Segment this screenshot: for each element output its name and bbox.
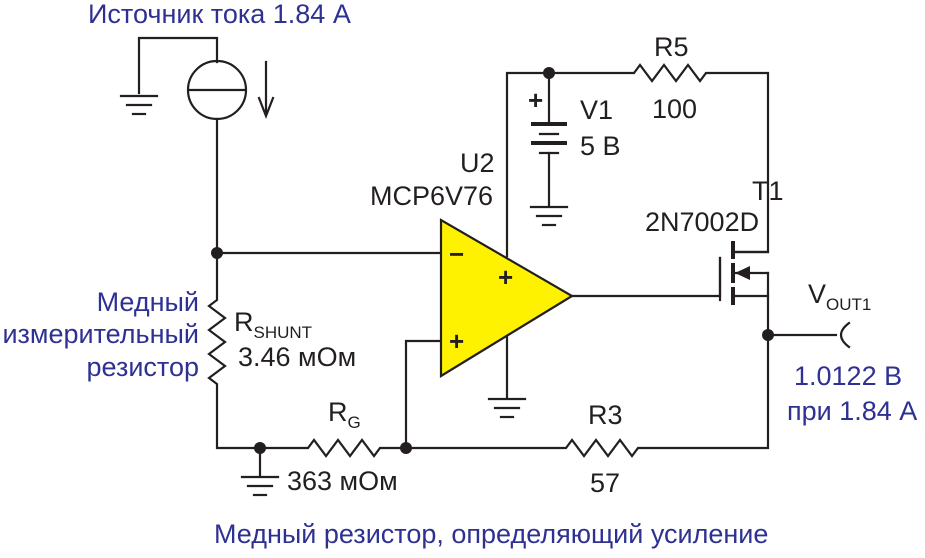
shunt-desc-line1: Медный	[97, 287, 199, 317]
battery-plus-sign: +	[528, 85, 543, 115]
vout-value-line2: при 1.84 А	[787, 396, 917, 426]
ground-symbol-shunt	[240, 475, 280, 497]
opamp-plus-sign: +	[449, 326, 464, 356]
r3-resistor	[404, 333, 770, 458]
current-direction-arrow-icon	[257, 60, 275, 120]
ground-symbol-source	[119, 94, 159, 116]
vout-value-line1: 1.0122 В	[794, 361, 902, 391]
r5-resistor	[547, 63, 770, 254]
u2-label: U2	[460, 148, 495, 178]
r3-value: 57	[590, 468, 620, 498]
r5-label: R5	[654, 32, 689, 62]
t1-part: 2N7002D	[645, 207, 759, 237]
ground-symbol-opamp	[487, 397, 527, 419]
rshunt-value: 3.46 мОм	[238, 342, 356, 372]
r3-label: R3	[588, 400, 623, 430]
shunt-desc-line2: измерительный	[2, 319, 199, 349]
rshunt-label: RSHUNT	[234, 307, 312, 342]
caption: Медный резистор, определяющий усиление	[214, 519, 768, 549]
rg-resistor	[258, 438, 408, 458]
shunt-desc-line3: резистор	[87, 352, 200, 382]
u2-part: MCP6V76	[370, 181, 493, 211]
mosfet-arrow-icon	[735, 266, 750, 280]
opamp-minus-sign: −	[449, 239, 464, 269]
v1-value: 5 В	[580, 131, 621, 161]
opamp-supply-plus-sign: +	[498, 262, 513, 292]
current-source-ground-wire	[137, 36, 219, 95]
rg-value: 363 мОм	[287, 466, 398, 496]
mosfet-t1	[570, 241, 770, 337]
t1-label: T1	[752, 176, 784, 206]
current-source-label: Источник тока 1.84 А	[88, 0, 351, 29]
ground-symbol-battery	[529, 205, 569, 227]
v1-label: V1	[580, 95, 613, 125]
vout-label: VOUT1	[808, 279, 871, 314]
r5-value: 100	[652, 94, 697, 124]
current-source	[119, 36, 275, 255]
output-terminal-icon	[839, 321, 851, 349]
battery-v1	[531, 71, 567, 207]
rg-label: RG	[328, 397, 361, 432]
rshunt-resistor	[207, 251, 262, 450]
